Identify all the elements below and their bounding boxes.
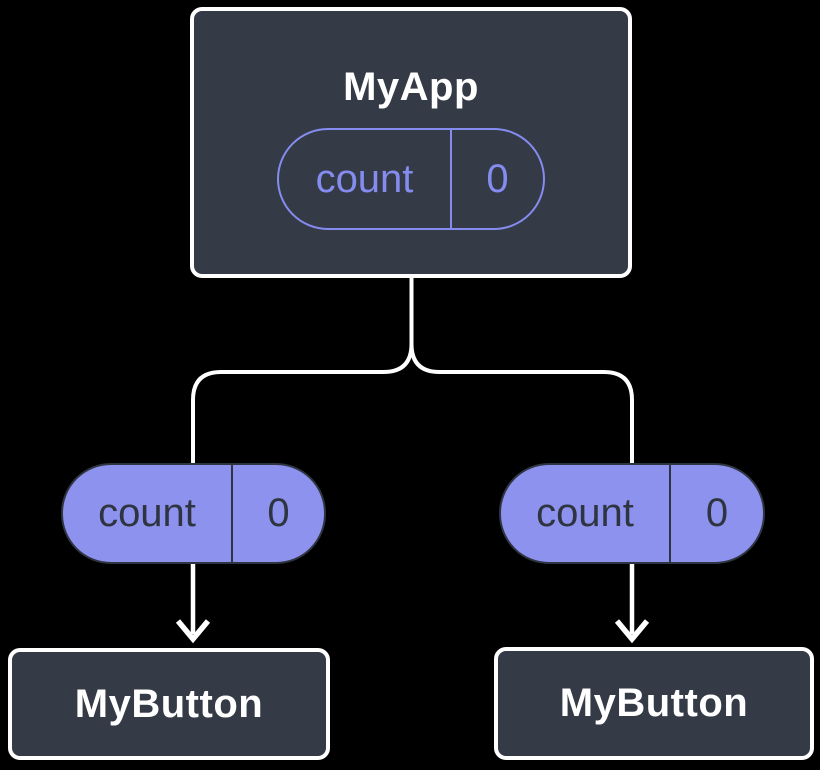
- state-pill-value: 0: [486, 156, 509, 201]
- prop-pill-value: 0: [267, 491, 290, 535]
- branch-right-line: [409, 278, 634, 466]
- child-node-title: MyButton: [74, 681, 264, 726]
- prop-pill-left: count 0: [61, 463, 326, 564]
- state-pill-label: count: [279, 130, 452, 228]
- prop-pill-right: count 0: [499, 463, 765, 564]
- child-node-title: MyButton: [559, 681, 749, 725]
- branch-left-line: [191, 278, 414, 466]
- child-node-mybutton-right: MyButton: [494, 647, 814, 760]
- child-node-mybutton-left: MyButton: [8, 648, 330, 760]
- root-state-pill: count 0: [277, 128, 545, 230]
- prop-pill-value: 0: [705, 491, 729, 535]
- arrow-left-head: [175, 619, 211, 644]
- root-node-myapp: MyApp count 0: [190, 7, 632, 278]
- prop-pill-label: count: [501, 465, 671, 562]
- prop-pill-label: count: [63, 465, 233, 562]
- arrow-right-head: [614, 619, 650, 644]
- root-node-title: MyApp: [343, 65, 479, 109]
